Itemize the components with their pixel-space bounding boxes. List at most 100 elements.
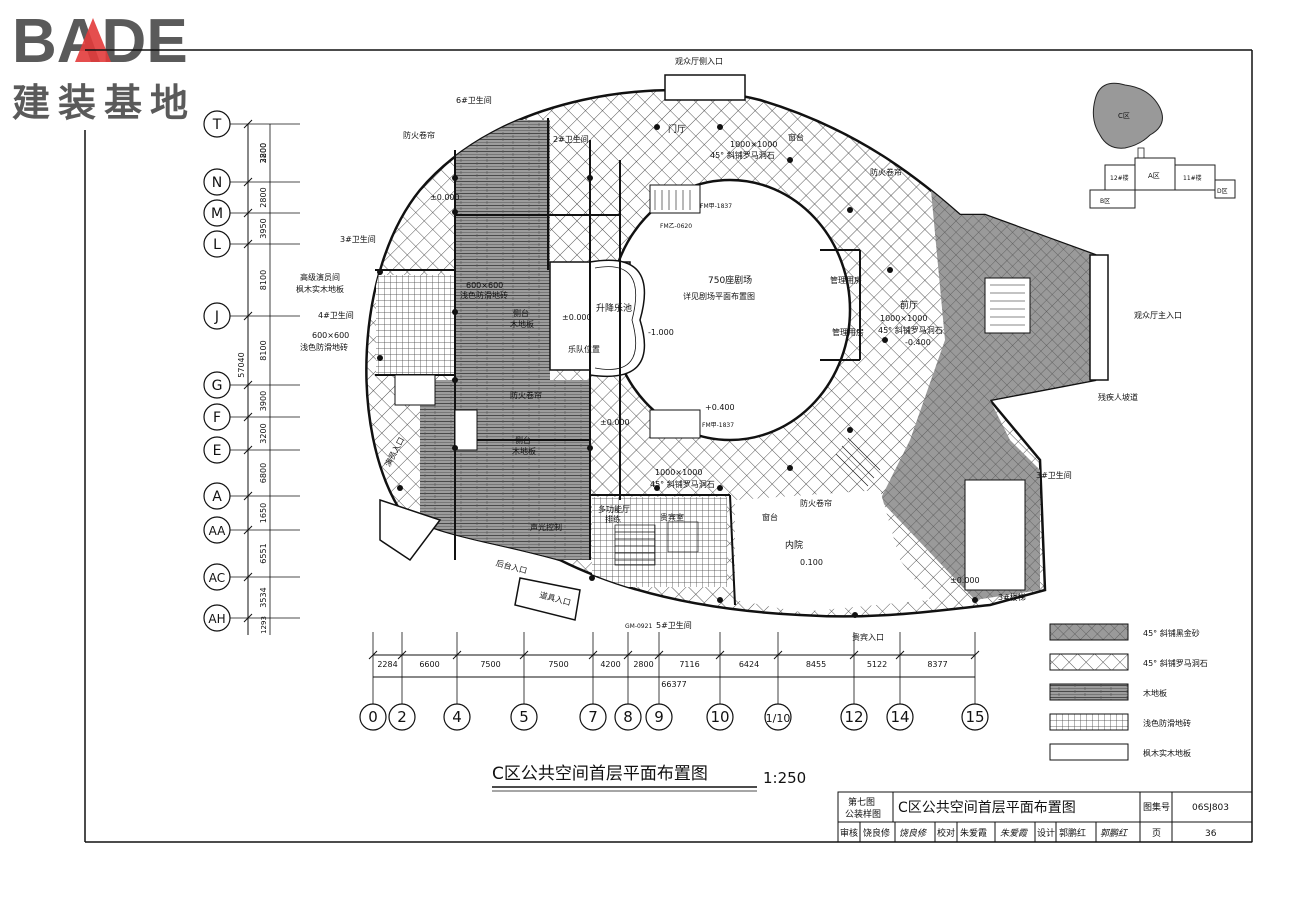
tb-page-label: 页 [1152, 828, 1161, 839]
row-axis-N: N 3200 [203, 143, 300, 196]
bade-logo: BADE 建装基地 [12, 7, 188, 125]
row-dimension: 6800 [259, 463, 268, 483]
column-axis-label: 0 [368, 708, 378, 726]
label-side-stage-finish: 木地板 [510, 319, 534, 329]
column-axis-label: 12 [844, 708, 863, 726]
column-dimension: 7500 [548, 660, 568, 669]
label-side-stage: 侧台 [513, 308, 529, 318]
label-sound-control: 声光控制 [530, 522, 562, 532]
label-manage-1: 管理用房 [830, 275, 862, 285]
column-dimension: 2800 [633, 660, 653, 669]
label-foyer-spec: 1000×1000 [655, 468, 702, 477]
legend-label: 木地板 [1143, 688, 1167, 698]
tb-drawing-name: C区公共空间首层平面布置图 [898, 800, 1076, 816]
row-dimension-extra: 1293 [260, 616, 268, 634]
label-wc4: 4#卫生间 [318, 310, 354, 320]
row-dimension: 8100 [259, 340, 268, 360]
column-dimension: 2284 [377, 660, 397, 669]
legend-swatch [1049, 743, 1129, 761]
label-manage-2: 管理用房 [832, 327, 864, 337]
column-dimension: 7116 [679, 660, 699, 669]
label-fire-roller-1: 防火卷帘 [403, 130, 435, 140]
label-tile-finish: 浅色防滑地砖 [300, 342, 348, 352]
stairs [394, 184, 1031, 451]
row-axis-label: N [212, 175, 222, 191]
wc-east-area [964, 479, 1026, 591]
label-senior-dressing-finish: 枫木实木地板 [296, 284, 344, 294]
label-lobby-finish: 45° 斜铺罗马洞石 [878, 325, 943, 335]
label-lobby-level: -0.400 [905, 338, 931, 347]
label-vip-entrance: 贵宾入口 [852, 632, 884, 642]
legend-item: 木地板 [1049, 683, 1167, 701]
label-fire-roller-2: 防火卷帘 [870, 167, 902, 177]
label-foyer-finish: 45° 斜铺罗马洞石 [650, 479, 715, 489]
key-map-a-label: A区 [1148, 172, 1160, 180]
tb-design-label: 设计 [1037, 827, 1055, 839]
row-axis-label: AC [209, 571, 225, 585]
column-dimension: 8455 [806, 660, 826, 669]
row-axis-label: G [212, 378, 223, 394]
label-stair3: 3#楼梯 [998, 592, 1026, 602]
row-dimension: 2800 [259, 187, 268, 207]
legend-swatch [1049, 653, 1129, 671]
column-axis-8: 8 [614, 632, 642, 731]
label-hall-note: 详见剧场平面布置图 [683, 291, 755, 301]
row-dimension: 3200 [259, 143, 268, 163]
label-tile-spec-b: 600×600 [466, 281, 503, 290]
column-dimension: 6600 [419, 660, 439, 669]
row-axis-label: J [214, 309, 219, 325]
row-axis-label: F [213, 410, 221, 426]
tb-review-signature: 饶良修 [899, 828, 927, 839]
tb-check-signature: 朱爱霞 [1000, 828, 1028, 839]
legend-item: 浅色防滑地砖 [1049, 713, 1191, 731]
label-door-code-4: GM-0921 [625, 623, 652, 630]
floor-plan [365, 74, 1109, 621]
key-map-c-zone [1092, 82, 1163, 149]
title-block: 第七图 公装样图 C区公共空间首层平面布置图 图集号 06SJ803 审核 饶良… [837, 791, 1253, 843]
auditorium-750 [608, 178, 852, 442]
row-axis-label: T [212, 117, 222, 133]
label-back-stage: 侧台 [515, 435, 531, 445]
vip-grid-area [592, 497, 727, 587]
row-axis-label: AA [209, 524, 227, 538]
column-axis-10: 10 [706, 632, 734, 731]
stair-treads [654, 190, 1025, 487]
drawing-title-text: C区公共空间首层平面布置图 [492, 764, 708, 784]
label-lift-pit-level: -1.000 [648, 328, 674, 337]
label-big-room: 多功能厅 [598, 504, 630, 514]
orchestra-pit [589, 259, 646, 377]
row-axis-label: A [212, 489, 222, 505]
legend-label: 浅色防滑地砖 [1143, 718, 1191, 728]
label-wc3-east: 3#卫生间 [1036, 470, 1072, 480]
label-stage-entrance: 后台入口 [495, 558, 528, 576]
key-map-b-zone [1089, 189, 1136, 209]
label-back-stage-finish: 木地板 [512, 446, 536, 456]
label-big-room-sub: 排练 [605, 514, 621, 524]
column-dimension: 8377 [927, 660, 947, 669]
tb-design-signature: 郭鹏红 [1100, 828, 1129, 839]
dressing-grid-area [376, 275, 456, 375]
row-axis-label: AH [208, 612, 225, 626]
row-axis-M: M 2800 [203, 187, 300, 227]
key-map-11-label: 11#楼 [1183, 174, 1202, 182]
row-axis-T: T [203, 110, 300, 138]
row-axis-A: A 6800 [203, 463, 300, 510]
column-axis-label: 10 [710, 708, 729, 726]
label-door-code-3: FM甲-1837 [702, 422, 734, 429]
tb-page-no: 36 [1205, 829, 1217, 839]
tb-checker: 朱爱霞 [960, 827, 987, 839]
tb-category-2: 公装样图 [845, 808, 881, 820]
row-axis-label: E [213, 443, 222, 459]
label-fire-roller-3: 防火卷帘 [510, 390, 542, 400]
label-door-code-1: FM甲-1837 [700, 203, 732, 210]
row-axis-label: M [211, 206, 223, 222]
label-vip-room: 贵宾室 [660, 512, 684, 522]
legend-label: 枫木实木地板 [1143, 748, 1191, 758]
